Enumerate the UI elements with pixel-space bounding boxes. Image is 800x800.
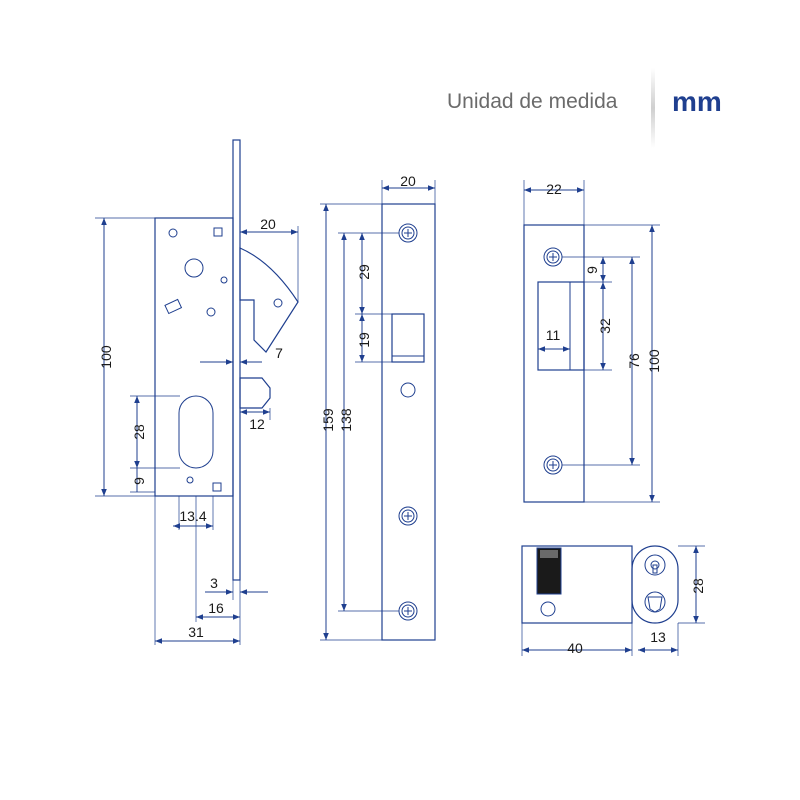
follower-slot	[164, 298, 183, 315]
screw-hole	[168, 228, 178, 238]
spindle-hole	[184, 258, 204, 278]
dim-138-label: 138	[338, 408, 354, 432]
strike-opening	[537, 281, 585, 371]
lock-faceplate-edge	[232, 139, 241, 581]
cylinder-profile	[631, 545, 679, 624]
bolt-hole	[400, 382, 416, 398]
dim-9-label: 9	[131, 477, 147, 485]
faceplate-screw-top	[398, 223, 418, 243]
fixing-hole	[540, 601, 556, 617]
strike-plate-view: 22 9 32 11 76 100	[523, 180, 662, 503]
dim-13-4-label: 13.4	[179, 508, 206, 524]
bolt	[239, 377, 271, 409]
cylinder-cutout	[178, 395, 214, 469]
dim-28-label: 28	[131, 424, 147, 440]
strike-dim-11-label: 11	[546, 327, 561, 343]
dim-16-label: 16	[208, 600, 224, 616]
hook-latch	[239, 247, 299, 353]
strike-dim-32-label: 32	[597, 318, 613, 334]
cylinder-dim-13-label: 13	[650, 629, 666, 645]
latch-pivot	[273, 298, 283, 308]
strike-screw-bottom	[543, 455, 563, 475]
strike-width-22-label: 22	[546, 181, 562, 197]
faceplate-width-20-label: 20	[400, 173, 416, 189]
dim-20-label: 20	[260, 216, 276, 232]
strike-plate	[523, 224, 585, 503]
faceplate-front-view: 20 159 138 29 19	[320, 173, 436, 641]
strike-dim-100-label: 100	[646, 349, 662, 373]
keyway-pin	[650, 560, 660, 570]
dim-159-label: 159	[320, 408, 336, 432]
dim-12-label: 12	[249, 416, 265, 432]
dim-3-label: 3	[210, 575, 218, 591]
strike-dim-9-label: 9	[584, 266, 600, 274]
header-divider	[651, 68, 655, 148]
cylinder-dim-40-label: 40	[567, 640, 583, 656]
keyway-top	[644, 554, 666, 576]
dim-29-label: 29	[356, 264, 372, 280]
dim-19-label: 19	[356, 332, 372, 348]
dim-100-label: 100	[98, 345, 114, 369]
unit-label: Unidad de medida	[447, 90, 618, 113]
faceplate-screw-bottom	[398, 601, 418, 621]
logo-badge	[644, 591, 666, 613]
shield-icon	[647, 596, 663, 613]
pin-hole	[220, 276, 228, 284]
lock-body-side-view: 100 20 7 12 28 9 13.4 3 16 31	[95, 139, 299, 645]
dim-31-label: 31	[188, 624, 204, 640]
lock-case	[154, 217, 234, 497]
cam-highlight	[540, 550, 558, 558]
cylinder-view: 28 40 13	[521, 545, 706, 656]
strike-dim-76-label: 76	[626, 353, 642, 369]
dim-7-label: 7	[275, 345, 283, 361]
cylinder-dim-28-label: 28	[690, 578, 706, 594]
square-hole	[213, 227, 223, 237]
latch-opening	[391, 313, 425, 363]
unit-value: mm	[672, 86, 722, 117]
strike-screw-top	[543, 247, 563, 267]
square-hole	[212, 482, 222, 492]
pin-hole	[186, 476, 194, 484]
screw-hole	[206, 307, 216, 317]
faceplate	[381, 203, 436, 641]
faceplate-screw-mid	[398, 506, 418, 526]
